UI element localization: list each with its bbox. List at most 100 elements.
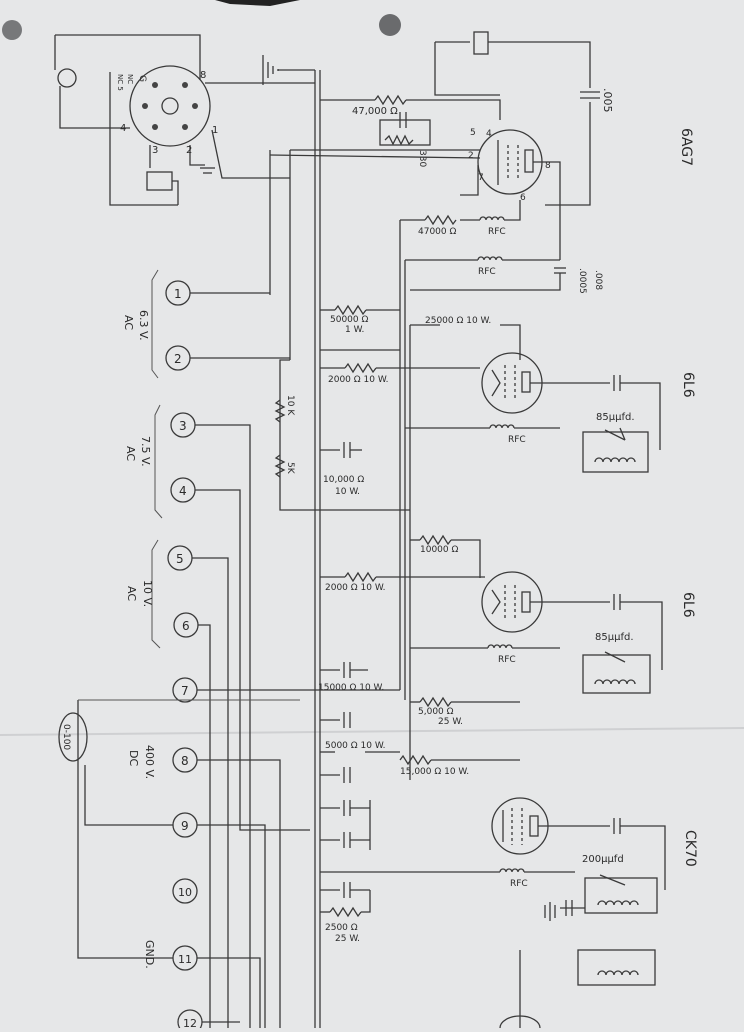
supply-gnd: GND. — [143, 940, 156, 969]
svg-text:10: 10 — [178, 886, 192, 899]
resistor-15000b — [399, 754, 432, 766]
label-rfc5: RFC — [510, 879, 528, 889]
resistor-5000 — [419, 696, 452, 708]
stage-6l6-b: 10000 Ω 2000 Ω 10 W. 6L6 RFC 85μμfd. 150… — [318, 534, 696, 727]
socket-pin-4: 4 — [120, 123, 126, 134]
supply-400v-type: DC — [127, 750, 140, 766]
label-r5000-w: 25 W. — [438, 717, 463, 727]
resistor-2500 — [329, 906, 362, 918]
supply-400v: 400 V. — [143, 745, 156, 779]
rfc-coil-1 — [479, 216, 505, 221]
tube-label-6l6-b: 6L6 — [680, 592, 696, 618]
stage-6l6-a: 50000 Ω 1 W. 25000 Ω 10 W. 2000 Ω 10 W. … — [274, 304, 696, 511]
terminal-2: 2 — [165, 345, 290, 371]
socket-pin-3: 3 — [152, 145, 158, 156]
tube1-pin-4: 4 — [486, 129, 492, 139]
svg-text:8: 8 — [181, 754, 189, 768]
label-rfc3: RFC — [508, 435, 526, 445]
pilot-lamp-icon — [57, 68, 77, 88]
socket-pin-nc2: NC 5 — [116, 74, 124, 91]
label-r5000b: 5000 Ω 10 W. — [325, 741, 386, 751]
svg-text:9: 9 — [181, 819, 189, 833]
resistor-47k-top — [374, 94, 407, 106]
terminal-5: 5 — [167, 545, 229, 1028]
tank-coil-c — [597, 900, 639, 906]
supply-10v: 10 V. — [141, 580, 154, 607]
terminal-12: 12 — [177, 1009, 240, 1032]
label-rfc4: RFC — [498, 655, 516, 665]
rfc-coil-4 — [487, 644, 513, 649]
meter: 0-100 — [58, 699, 300, 762]
label-r10000a: 10,000 Ω — [323, 475, 364, 485]
label-c85b: 85μμfd. — [595, 632, 634, 643]
resistor-10000b — [419, 534, 452, 546]
terminal-8: 8 — [172, 747, 281, 1028]
label-r10000b: 10000 Ω — [420, 545, 458, 555]
tube1-pin-8: 8 — [545, 161, 551, 171]
socket-pin-2: 2 — [186, 145, 192, 156]
label-c200: 200μμfd — [582, 854, 624, 865]
supply-7v5-type: AC — [124, 446, 137, 461]
supply-10v-type: AC — [125, 586, 138, 601]
stage-ck70: 5000 Ω 10 W. 15,000 Ω 10 W. CK70 RFC — [320, 712, 698, 1029]
terminal-11: 11 — [77, 700, 261, 1028]
terminal-7: 7 — [172, 677, 400, 703]
label-r2500-w: 25 W. — [335, 934, 360, 944]
terminal-4: 4 — [170, 477, 310, 831]
svg-text:12: 12 — [183, 1017, 197, 1028]
tank-coil-a — [594, 457, 636, 463]
resistor-47000 — [424, 214, 457, 226]
resistor-10k — [274, 399, 286, 423]
label-meter: 0-100 — [61, 724, 71, 750]
label-r15000a: 15000 Ω 10 W. — [318, 683, 384, 693]
label-r10k: 10 K — [285, 395, 295, 416]
label-r47k-top: 47,000 Ω — [352, 106, 398, 117]
svg-text:11: 11 — [178, 953, 192, 966]
tube1-pin-7: 7 — [478, 173, 484, 183]
socket-pin-nc1: NC — [126, 74, 134, 84]
terminal-1: 1 — [165, 280, 270, 306]
crystal-socket: G NC NC 5 8 4 3 2 1 — [54, 34, 315, 206]
svg-text:3: 3 — [179, 419, 187, 433]
supply-labels: 6.3 V. AC 7.5 V. AC 10 V. AC 400 V. DC G… — [122, 269, 163, 969]
svg-text:4: 4 — [179, 484, 187, 498]
supply-6v3: 6.3 V. — [137, 310, 150, 341]
svg-text:5: 5 — [176, 552, 184, 566]
terminal-3: 3 — [170, 412, 251, 1028]
meter-icon — [58, 712, 88, 762]
label-r2500: 2500 Ω — [325, 923, 358, 933]
terminal-10: 10 — [172, 878, 198, 904]
tube1-pin-6: 6 — [520, 193, 526, 203]
ground-icon — [262, 55, 315, 85]
svg-text:7: 7 — [181, 684, 189, 698]
svg-text:6: 6 — [182, 619, 190, 633]
supply-6v3-type: AC — [122, 315, 135, 330]
crystal-icon — [473, 31, 489, 55]
label-r2000b: 2000 Ω 10 W. — [325, 583, 386, 593]
socket-pin-g: G — [137, 75, 147, 82]
punch-hole — [379, 14, 401, 36]
label-r2000a: 2000 Ω 10 W. — [328, 375, 389, 385]
tube-label-6l6-a: 6L6 — [680, 372, 696, 398]
label-r5000: 5,000 Ω — [418, 707, 454, 717]
output-coil — [597, 970, 639, 976]
resistor-50000 — [334, 304, 367, 316]
paper-tear — [215, 0, 300, 6]
label-rfc1: RFC — [488, 227, 506, 237]
label-r47000: 47000 Ω — [418, 227, 456, 237]
tube-label-6ag7: 6AG7 — [678, 128, 694, 166]
label-c0005b: .008 — [593, 270, 603, 290]
paper-fold — [0, 727, 744, 736]
svg-text:1: 1 — [174, 287, 182, 301]
tube1-pin-5: 5 — [470, 128, 476, 138]
resistor-5k — [274, 454, 286, 478]
label-r25000: 25000 Ω 10 W. — [425, 316, 491, 326]
stage-6ag7: .005 47,000 Ω 330 4 5 2 7 8 6 6AG7 — [269, 31, 694, 294]
label-r15000b: 15,000 Ω 10 W. — [400, 767, 469, 777]
label-r330: 330 — [417, 150, 427, 167]
rfc-coil-2 — [477, 256, 503, 261]
tube-label-ck70: CK70 — [682, 830, 698, 867]
terminal-6: 6 — [173, 612, 211, 1028]
